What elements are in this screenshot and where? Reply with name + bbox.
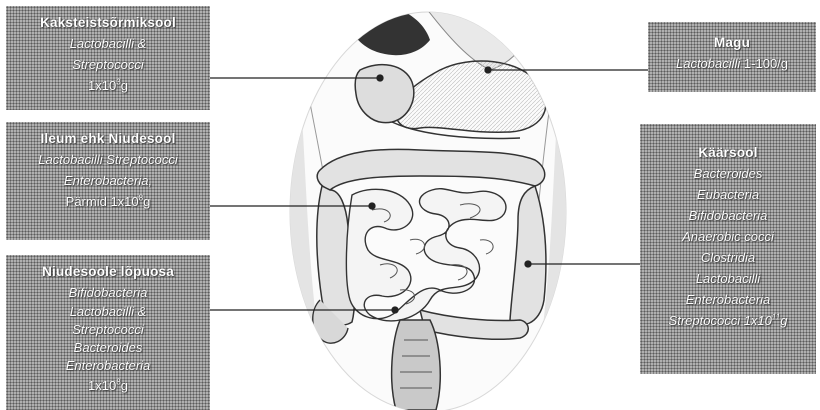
ileum-label-box: Ileum ehk Niudesool Lactobacilli Strepto… — [6, 122, 210, 240]
terminal-ileum-bacteria-3: Streptococci — [14, 321, 202, 339]
terminal-ileum-bacteria-2: Lactobacilli & — [14, 303, 202, 321]
duodenum-title: Kaksteistsõrmiksool — [14, 12, 202, 33]
duodenum-label-box: Kaksteistsõrmiksool Lactobacilli & Strep… — [6, 6, 210, 110]
colon-count: Streptococci 1x1011g — [648, 310, 808, 331]
duodenum-bacteria-2: Streptococci — [14, 54, 202, 75]
ileum-title: Ileum ehk Niudesool — [14, 128, 202, 149]
colon-bacteria-3: Bifidobacteria — [648, 205, 808, 226]
terminal-ileum-title: Niudesoole lõpuosa — [14, 261, 202, 282]
colon-title: Käärsool — [648, 142, 808, 163]
colon-bacteria-7: Enterobacteria — [648, 289, 808, 310]
ileum-bacteria-2: Enterobacteria, — [14, 170, 202, 191]
terminal-ileum-label-box: Niudesoole lõpuosa Bifidobacteria Lactob… — [6, 255, 210, 410]
stomach-bacteria: Lactobacilli 1-100/g — [656, 53, 808, 74]
terminal-ileum-bacteria-1: Bifidobacteria — [14, 282, 202, 303]
ileum-count: Pärmid 1x108g — [14, 191, 202, 212]
duodenum-count: 1x103g — [14, 75, 202, 96]
terminal-ileum-count: 1x108g — [14, 375, 202, 396]
terminal-ileum-bacteria-4: Bacteroides — [14, 339, 202, 357]
duodenum-bacteria-1: Lactobacilli & — [14, 33, 202, 54]
terminal-ileum-bacteria-5: Enterobacteria — [14, 357, 202, 375]
colon-bacteria-4: Anaerobic cocci — [648, 226, 808, 247]
colon-bacteria-5: Clostridia — [648, 247, 808, 268]
rectum-illustration — [392, 320, 441, 410]
ileum-bacteria-1: Lactobacilli Streptococci — [14, 149, 202, 170]
colon-bacteria-1: Bacteroides — [648, 163, 808, 184]
stomach-label-box: Magu Lactobacilli 1-100/g — [648, 22, 816, 92]
colon-label-box: Käärsool Bacteroides Eubacteria Bifidoba… — [640, 124, 816, 374]
colon-bacteria-2: Eubacteria — [648, 184, 808, 205]
stomach-title: Magu — [656, 32, 808, 53]
colon-bacteria-6: Lactobacilli — [648, 268, 808, 289]
